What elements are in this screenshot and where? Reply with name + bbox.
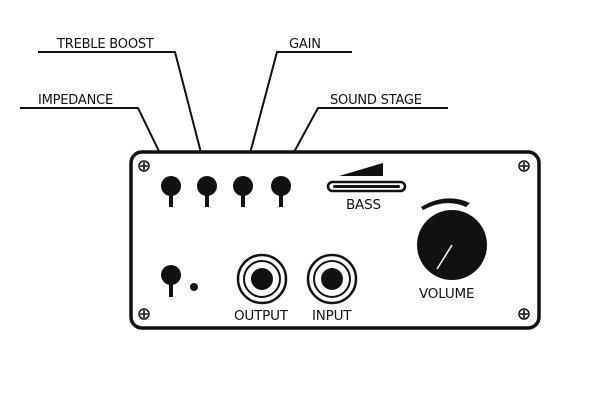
plus-screw-icon bbox=[518, 308, 530, 320]
gain-leader bbox=[243, 51, 352, 177]
input-jack[interactable] bbox=[306, 253, 358, 305]
volume-scale-arc bbox=[421, 198, 470, 210]
volume-label: VOLUME bbox=[419, 286, 474, 302]
plus-screw-icon bbox=[138, 160, 150, 172]
front-panel bbox=[129, 150, 541, 330]
power-switch[interactable] bbox=[161, 265, 181, 297]
callout-gain: GAIN bbox=[243, 37, 352, 177]
bass-label: BASS bbox=[346, 197, 381, 213]
treble-boost-leader bbox=[38, 51, 208, 177]
bass-slider[interactable] bbox=[326, 163, 407, 193]
input-label: INPUT bbox=[312, 308, 352, 324]
gain-label: GAIN bbox=[289, 37, 321, 52]
bass-slider-slot bbox=[333, 185, 400, 188]
impedance-switch[interactable] bbox=[161, 176, 181, 207]
plus-screw-icon bbox=[138, 308, 150, 320]
callout-treble-boost: TREBLE BOOST bbox=[38, 37, 208, 177]
treble-boost-switch[interactable] bbox=[197, 176, 217, 207]
volume-knob[interactable] bbox=[417, 210, 487, 280]
volume-knob-pointer bbox=[436, 244, 453, 270]
bass-level-wedge bbox=[339, 163, 383, 176]
output-label: OUTPUT bbox=[234, 308, 289, 324]
output-jack[interactable] bbox=[236, 253, 288, 305]
sound-stage-label: SOUND STAGE bbox=[330, 93, 422, 108]
treble-boost-label: TREBLE BOOST bbox=[56, 37, 154, 52]
plus-screw-icon bbox=[518, 160, 530, 172]
power-led bbox=[190, 283, 198, 291]
sound-stage-switch[interactable] bbox=[271, 176, 291, 207]
impedance-label: IMPEDANCE bbox=[38, 93, 113, 108]
gain-switch[interactable] bbox=[233, 176, 253, 207]
